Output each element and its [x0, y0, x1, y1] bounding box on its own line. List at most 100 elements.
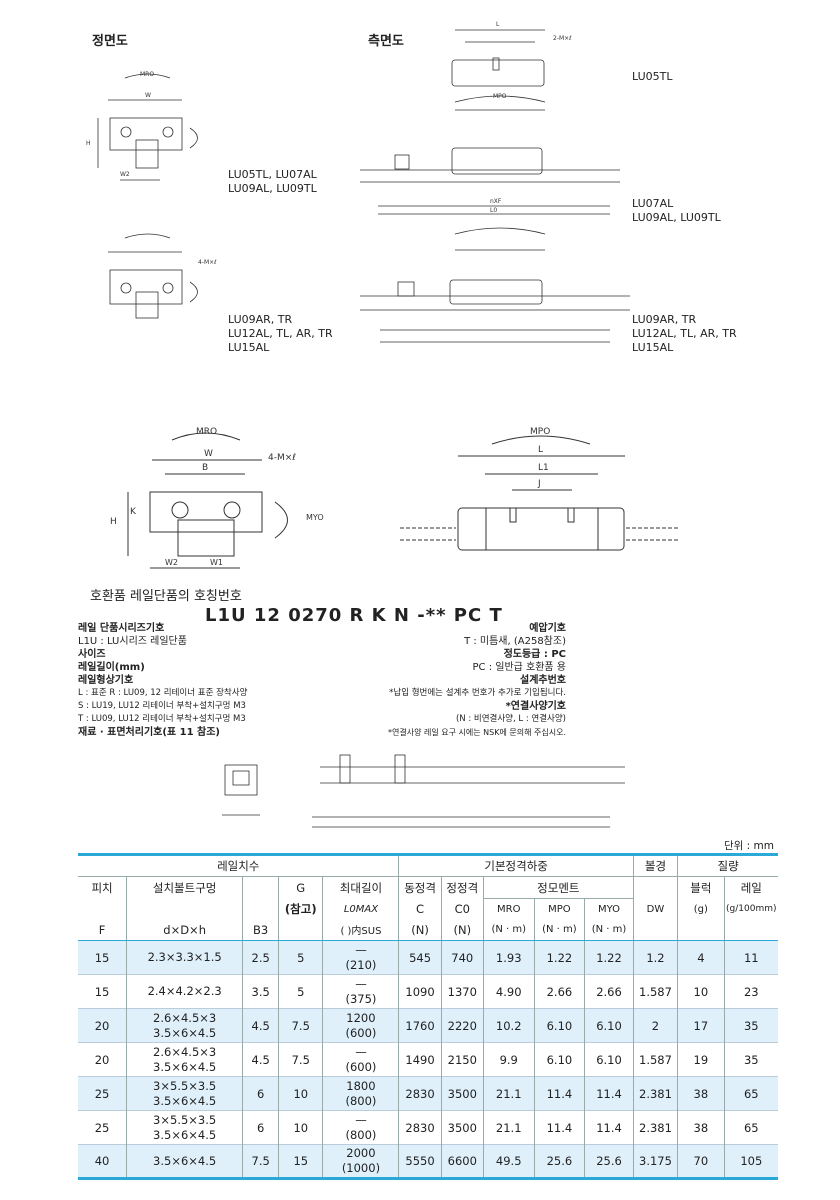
- spec-table: 레일치수 기본정격하중 볼경 질량 피치 설치볼트구멍 G 최대길이 동정격 정…: [78, 853, 778, 1180]
- cell-bolt: 3.5×6×4.5: [126, 1144, 244, 1180]
- rail-drawings: [222, 754, 625, 828]
- hdr-c-unit: (N): [398, 919, 442, 941]
- hdr-myo-unit: (N · m): [584, 919, 634, 941]
- cell-mpo: 2.66: [534, 974, 586, 1009]
- hdr-rail: 레일: [740, 880, 762, 895]
- cell-myo: 6.10: [584, 1042, 634, 1077]
- front-drawing-1: MRO W H W2: [86, 71, 198, 181]
- cell-block: 38: [677, 1110, 725, 1145]
- cell-c0: 6600: [441, 1144, 484, 1180]
- cell-g: 7.5: [278, 1042, 324, 1077]
- cell-g: 5: [278, 940, 324, 975]
- hdr-c: C: [398, 898, 442, 920]
- cell-mpo: 6.10: [534, 1008, 586, 1043]
- cell-c0: 2220: [441, 1008, 484, 1043]
- cell-mro: 9.9: [483, 1042, 535, 1077]
- cell-c0: 3500: [441, 1110, 484, 1145]
- cell-mro: 10.2: [483, 1008, 535, 1043]
- cell-lmax: 2000(1000): [322, 1144, 400, 1180]
- code-left-0: 레일 단품시리즈기호: [78, 623, 165, 634]
- svg-text:L1: L1: [538, 463, 549, 473]
- svg-text:L0: L0: [490, 207, 497, 214]
- cell-b3: 7.5: [242, 1144, 280, 1180]
- cell-mro: 21.1: [483, 1110, 535, 1145]
- code-left-6: S : LU19, LU12 리테이너 부착+설치구멍 M3: [78, 701, 246, 711]
- svg-text:H: H: [110, 517, 117, 527]
- svg-text:MYO: MYO: [306, 513, 324, 522]
- hdr-mpo: MPO: [534, 898, 586, 920]
- svg-text:L: L: [538, 445, 543, 455]
- code-left-legend: 레일 단품시리즈기호 L1U : LU시리즈 레일단품 사이즈 레일길이(mm)…: [78, 622, 378, 739]
- cell-rail: 11: [724, 940, 778, 975]
- cell-dw: 2.381: [633, 1076, 679, 1111]
- hdr-block-unit: (g): [677, 898, 725, 920]
- cell-block: 4: [677, 940, 725, 975]
- cell-c: 2830: [398, 1076, 442, 1111]
- cell-lmax: —(800): [322, 1110, 400, 1145]
- cell-b3: 3.5: [242, 974, 280, 1009]
- code-right-3: PC : 일반급 호환품 용: [472, 662, 567, 673]
- cell-c: 1760: [398, 1008, 442, 1043]
- svg-text:2-M×ℓ: 2-M×ℓ: [553, 35, 572, 42]
- code-left-7: T : LU09, LU12 리테이너 부착+설치구멍 M3: [78, 714, 246, 724]
- hdr-lmax: L0MAX: [322, 898, 400, 920]
- cell-lmax: 1200(600): [322, 1008, 400, 1043]
- large-front-drawing: MRO W B H K W2 W1 MYO 4-M×ℓ: [110, 427, 324, 569]
- group-ball: 볼경: [633, 853, 679, 877]
- svg-text:MPO: MPO: [493, 93, 507, 100]
- cell-dw: 1.2: [633, 940, 679, 975]
- svg-text:K: K: [130, 507, 137, 517]
- technical-drawings: MRO W H W2 L 2-M×ℓ MPO nXF: [86, 21, 680, 569]
- cell-b3: 6: [242, 1076, 280, 1111]
- hdr-mro-unit: (N · m): [483, 919, 535, 941]
- hdr-b3: B3: [242, 919, 280, 941]
- cell-block: 10: [677, 974, 725, 1009]
- code-left-4: 레일형상기호: [78, 675, 134, 686]
- hdr-stat: 정정격: [441, 876, 484, 899]
- code-right-6: *연결사양기호: [505, 701, 566, 712]
- cell-pitch: 15: [78, 940, 128, 975]
- cell-g: 5: [278, 974, 324, 1009]
- front-view-title: 정면도: [92, 34, 128, 49]
- cell-dw: 2: [633, 1008, 679, 1043]
- svg-text:J: J: [537, 479, 541, 489]
- hdr-bolt-dims: d×D×h: [126, 919, 244, 941]
- side-drawing-3: [360, 227, 630, 343]
- group-header-row: 레일치수 기본정격하중 볼경 질량: [78, 853, 778, 877]
- code-title: 호환품 레일단품의 호칭번호: [90, 589, 242, 604]
- code-left-1: L1U : LU시리즈 레일단품: [78, 636, 187, 647]
- cell-rail: 23: [724, 974, 778, 1009]
- svg-text:B: B: [202, 463, 208, 473]
- svg-text:W2: W2: [120, 171, 130, 178]
- code-right-2: 정도등급 : PC: [503, 649, 566, 660]
- hdr-pitch: 피치: [78, 876, 128, 899]
- code-right-4: 설계추번호: [520, 675, 566, 686]
- cell-mro: 21.1: [483, 1076, 535, 1111]
- cell-b3: 2.5: [242, 940, 280, 975]
- cell-pitch: 20: [78, 1008, 128, 1043]
- code-right-8: *연결사양 레일 요구 시에는 NSK에 문의해 주십시오.: [388, 728, 566, 737]
- cell-lmax: 1800(800): [322, 1076, 400, 1111]
- cell-dw: 2.381: [633, 1110, 679, 1145]
- hdr-mro: MRO: [483, 898, 535, 920]
- svg-text:nXF: nXF: [490, 198, 502, 205]
- svg-text:H: H: [86, 140, 91, 147]
- hdr-myo: MYO: [584, 898, 634, 920]
- cell-pitch: 20: [78, 1042, 128, 1077]
- cell-pitch: 25: [78, 1076, 128, 1111]
- side-view-title: 측면도: [368, 34, 404, 49]
- cell-myo: 11.4: [584, 1076, 634, 1111]
- header-row-2: (참고) L0MAX C C0 MRO MPO MYO DW (g) (g/10…: [78, 898, 778, 920]
- hdr-mpo-unit: (N · m): [534, 919, 586, 941]
- side-drawing-2: MPO nXF L0: [360, 93, 620, 215]
- cell-block: 19: [677, 1042, 725, 1077]
